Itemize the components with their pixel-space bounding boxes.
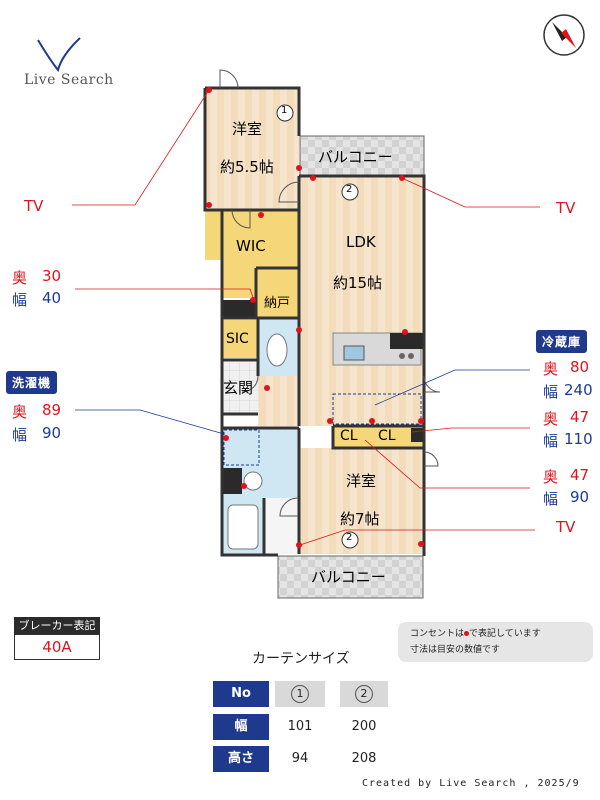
breaker-title: ブレーカー表記 <box>14 617 100 634</box>
room-cl1-name: CL <box>340 428 358 444</box>
curtain-title: カーテンサイズ <box>252 651 350 667</box>
room-western2-number: 2 <box>346 532 353 543</box>
room-ldk-name: LDK <box>346 233 376 251</box>
room-western1-number: 1 <box>281 105 288 116</box>
right-low-width-label: 幅 <box>543 490 559 508</box>
room-ldk-size: 約15帖 <box>333 274 383 292</box>
curtain-row-c1: 94 <box>275 746 325 772</box>
footer-credit: Created by Live Search , 2025/9 <box>362 778 580 789</box>
room-western2-name: 洋室 <box>346 472 377 490</box>
fridge-width-label: 幅 <box>543 383 559 401</box>
room-western2-size: 約7帖 <box>340 510 380 528</box>
compass-icon <box>543 14 585 56</box>
washer-tag: 洗濯機 <box>6 371 58 394</box>
washer-depth-value: 89 <box>42 401 62 419</box>
left-upper-width-value: 40 <box>42 289 62 307</box>
curtain-header-c2: 2 <box>340 681 388 707</box>
outlet-dot-icon <box>464 631 470 636</box>
right-mid-width-label: 幅 <box>543 432 559 450</box>
note-line2: 寸法は目安の数値です <box>410 645 501 655</box>
curtain-header-label: No <box>213 681 269 707</box>
note-line1-b: で表記しています <box>469 629 541 639</box>
left-upper-depth-label: 奥 <box>12 269 28 287</box>
balcony-bottom-label: バルコニー <box>311 568 386 586</box>
room-western1-name: 洋室 <box>232 120 263 138</box>
curtain-row-label: 幅 <box>213 714 269 740</box>
curtain-row-c2: 200 <box>340 714 388 740</box>
note-line1-a: コンセントは <box>410 629 465 639</box>
balcony-top-label: バルコニー <box>318 148 393 166</box>
right-low-depth-value: 47 <box>570 466 590 484</box>
curtain-number-1: 1 <box>291 685 309 703</box>
legend-note: コンセントはで表記しています 寸法は目安の数値です <box>398 622 593 662</box>
fridge-tag: 冷蔵庫 <box>536 330 588 353</box>
curtain-row-c2: 208 <box>340 746 388 772</box>
room-wic-name: WIC <box>236 237 266 255</box>
fridge-depth-value: 80 <box>570 358 590 376</box>
curtain-header-c1: 1 <box>275 681 325 707</box>
room-storage-name: 納戸 <box>264 296 291 311</box>
washer-width-value: 90 <box>42 424 62 442</box>
tv-bottom-label: TV <box>556 518 576 536</box>
breaker-value: 40A <box>14 634 100 660</box>
curtain-row-label: 高さ <box>213 746 269 772</box>
room-western1-size: 約5.5帖 <box>220 158 274 176</box>
room-ldk-number: 2 <box>346 184 353 195</box>
logo-mark <box>37 37 81 73</box>
right-mid-depth-value: 47 <box>570 408 590 426</box>
washer-width-label: 幅 <box>12 426 28 444</box>
tv-left-label: TV <box>24 197 44 215</box>
washer-depth-label: 奥 <box>12 403 28 421</box>
fridge-width-value: 240 <box>564 381 593 399</box>
tv-right-label: TV <box>556 199 576 217</box>
right-low-depth-label: 奥 <box>543 468 559 486</box>
room-entrance-name: 玄関 <box>223 379 254 397</box>
right-mid-depth-label: 奥 <box>543 410 559 428</box>
left-upper-depth-value: 30 <box>42 267 62 285</box>
right-mid-width-value: 110 <box>564 430 593 448</box>
curtain-number-2: 2 <box>355 685 373 703</box>
room-cl2-name: CL <box>378 428 396 444</box>
left-upper-width-label: 幅 <box>12 291 28 309</box>
room-sic-name: SIC <box>226 331 249 347</box>
right-low-width-value: 90 <box>570 488 590 506</box>
curtain-row-c1: 101 <box>275 714 325 740</box>
fridge-depth-label: 奥 <box>543 360 559 378</box>
logo-text: Live Search <box>24 72 114 88</box>
